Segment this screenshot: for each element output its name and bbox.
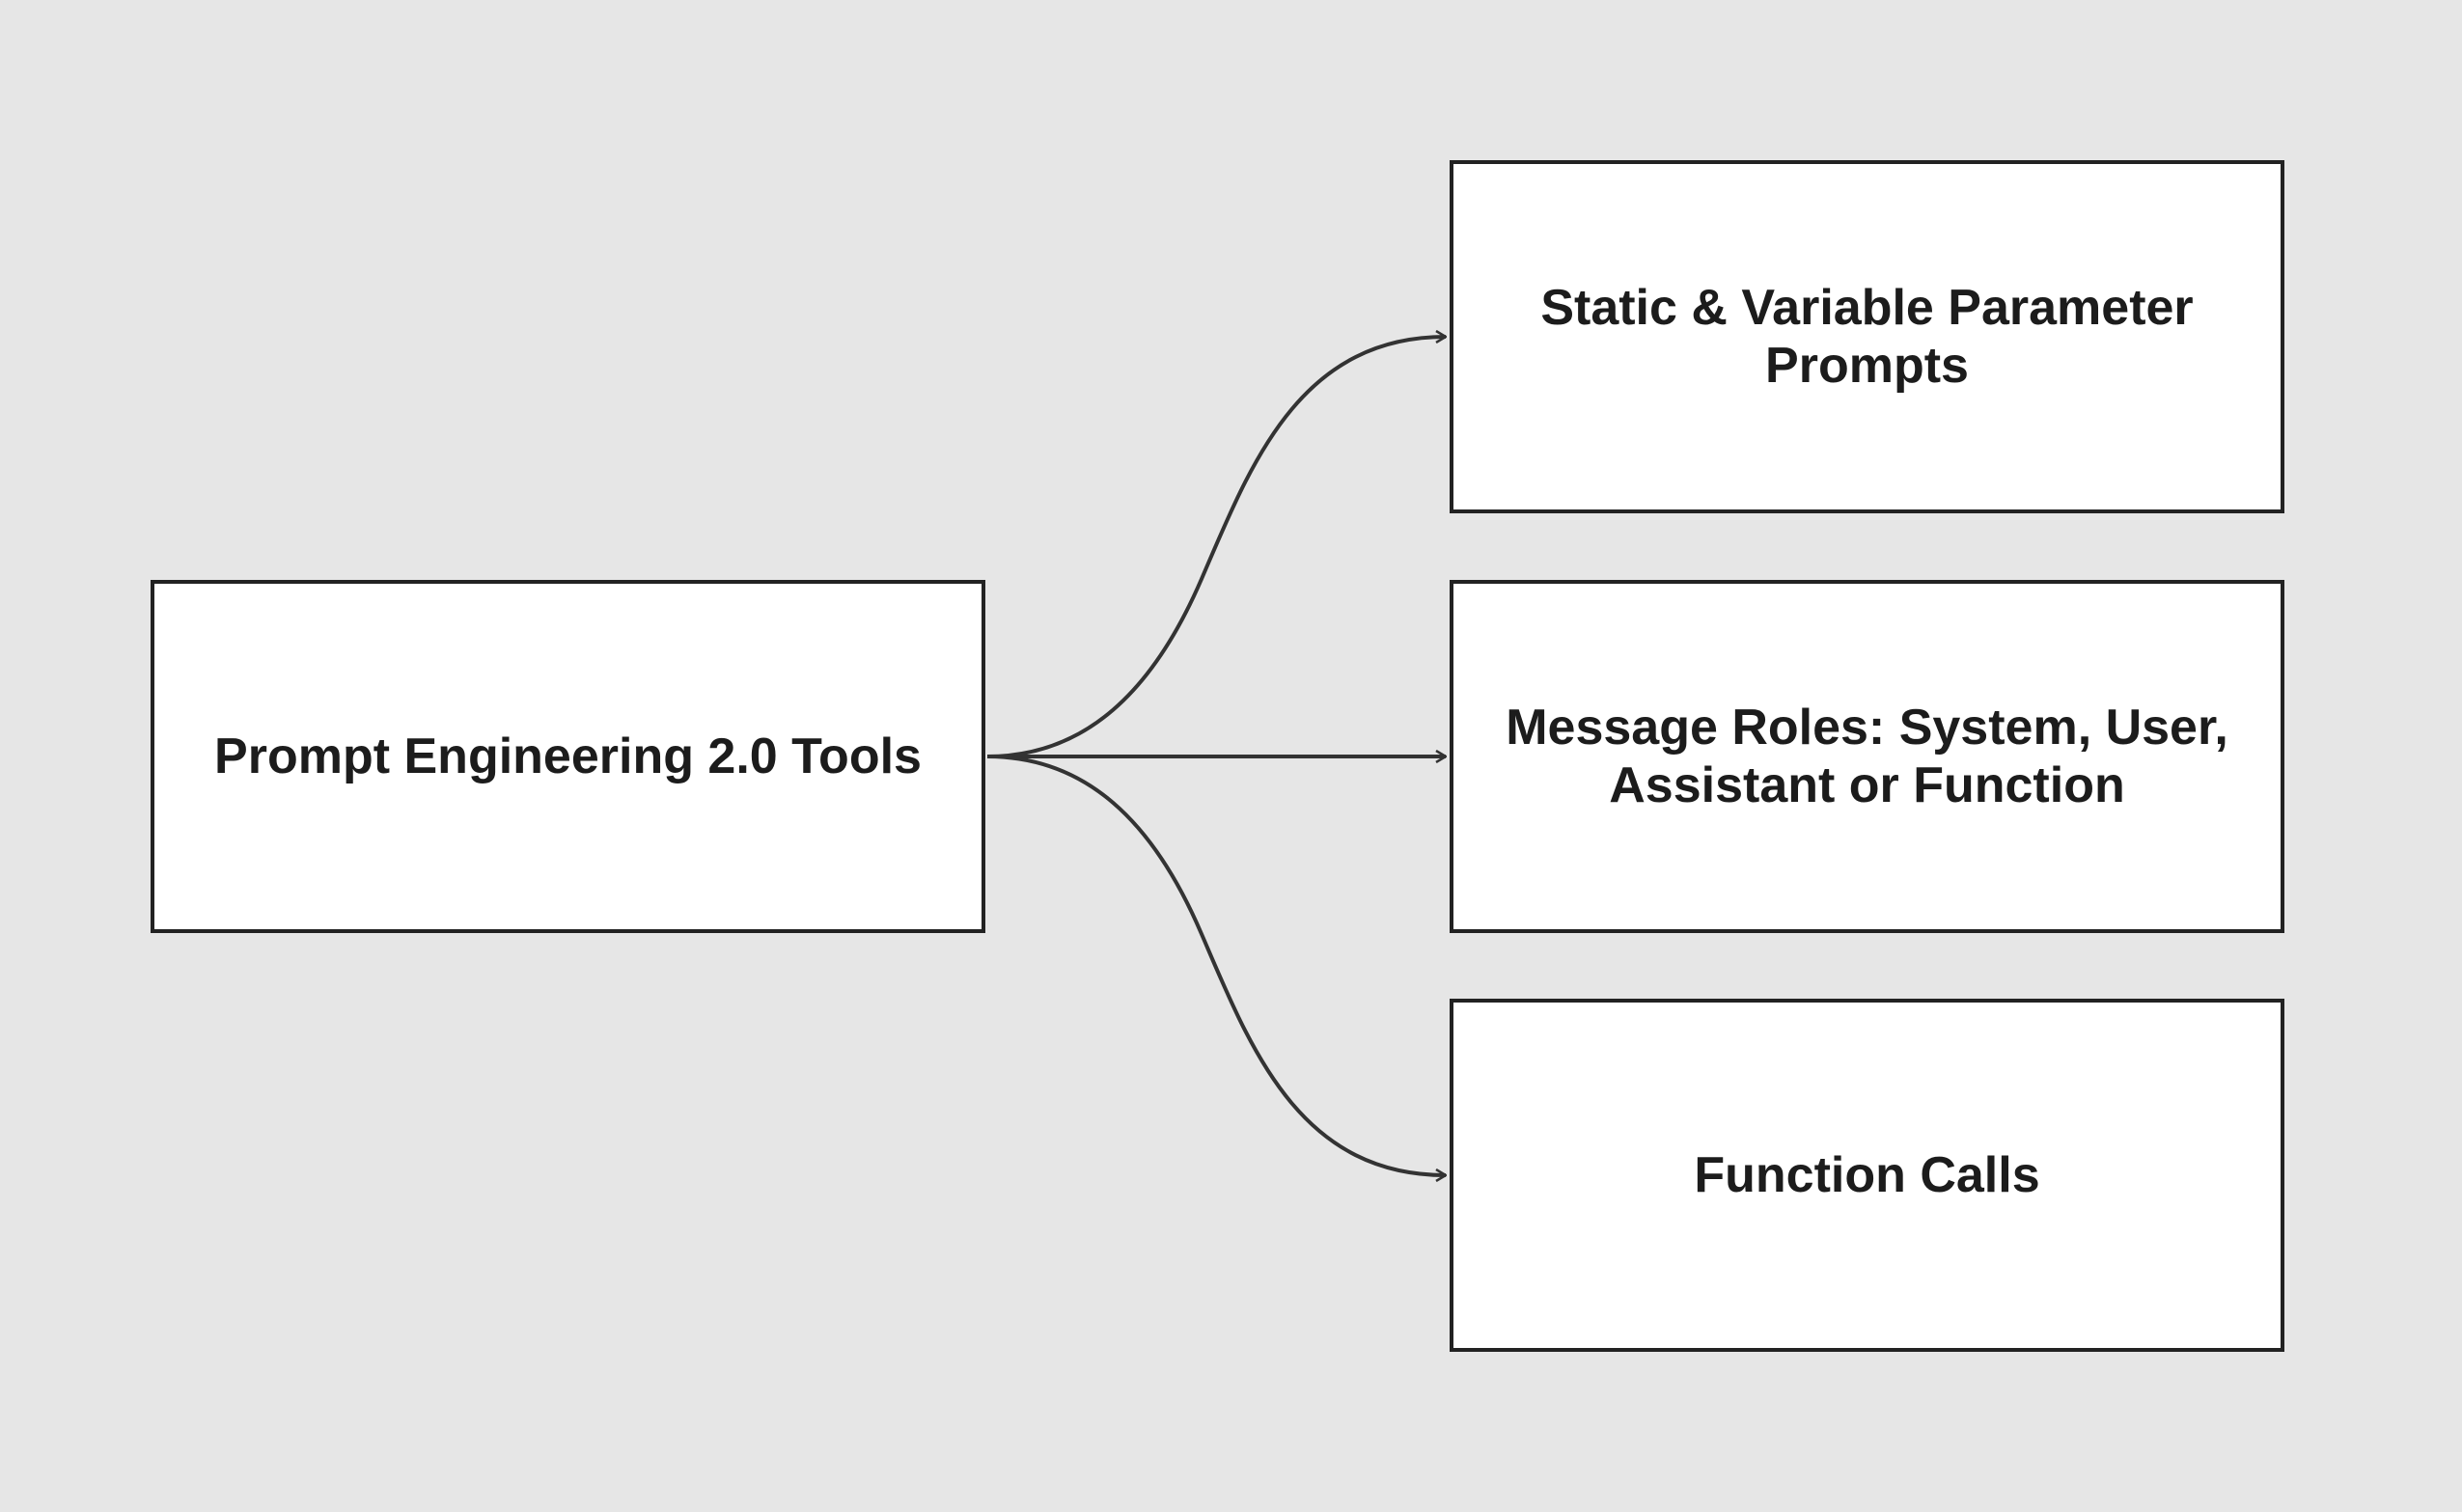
node-label: Prompt Engineering 2.0 Tools (214, 729, 922, 784)
node-label: Static & Variable Parameter Prompts (1540, 280, 2194, 394)
edge-root-to-static (986, 337, 1446, 758)
node-message-roles[interactable]: Message Roles: System, User, Assistant o… (1450, 580, 2284, 933)
node-label: Message Roles: System, User, Assistant o… (1506, 700, 2228, 813)
node-static-variable-prompts[interactable]: Static & Variable Parameter Prompts (1450, 160, 2284, 513)
node-function-calls[interactable]: Function Calls (1450, 999, 2284, 1352)
edge-root-to-function (986, 755, 1446, 1175)
node-label: Function Calls (1694, 1147, 2040, 1203)
node-prompt-engineering-tools[interactable]: Prompt Engineering 2.0 Tools (151, 580, 985, 933)
